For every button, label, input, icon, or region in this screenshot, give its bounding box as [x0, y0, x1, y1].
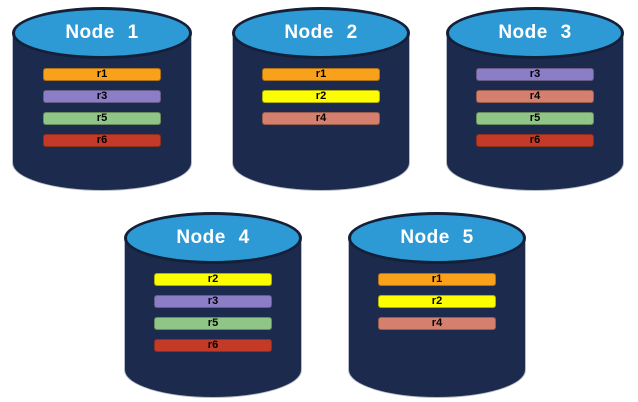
replica-bar: r1	[378, 273, 496, 286]
cylinder-top	[446, 7, 624, 59]
cylinder-top	[232, 7, 410, 59]
replica-bar: r5	[476, 112, 594, 125]
replica-bar: r4	[476, 90, 594, 103]
replica-bar: r2	[378, 295, 496, 308]
replica-bar: r4	[262, 112, 380, 125]
replica-bar: r6	[154, 339, 272, 352]
replica-bar: r6	[476, 134, 594, 147]
node-title: Node 4	[176, 227, 250, 248]
replica-list: r3 r4 r5 r6	[476, 68, 594, 147]
replica-bar: r3	[43, 90, 161, 103]
node-title: Node 1	[65, 22, 139, 43]
replica-bar: r2	[262, 90, 380, 103]
replica-list: r1 r3 r5 r6	[43, 68, 161, 147]
database-node: r1 r2 r4 Node 2	[232, 7, 410, 191]
replica-list: r1 r2 r4	[262, 68, 380, 125]
replica-bar: r2	[154, 273, 272, 286]
database-node: r1 r2 r4 Node 5	[348, 212, 526, 398]
node-title: Node 3	[498, 22, 572, 43]
replica-bar: r5	[43, 112, 161, 125]
replica-bar: r6	[43, 134, 161, 147]
cylinder-top	[348, 212, 526, 264]
node-title: Node 2	[284, 22, 358, 43]
database-node: r2 r3 r5 r6 Node 4	[124, 212, 302, 398]
replica-bar: r3	[154, 295, 272, 308]
database-node: r1 r3 r5 r6 Node 1	[12, 7, 192, 191]
replica-list: r1 r2 r4	[378, 273, 496, 330]
database-node: r3 r4 r5 r6 Node 3	[446, 7, 624, 191]
replica-list: r2 r3 r5 r6	[154, 273, 272, 352]
cylinder-top	[124, 212, 302, 264]
node-title: Node 5	[400, 227, 474, 248]
replica-bar: r1	[43, 68, 161, 81]
cylinder-top	[12, 7, 192, 59]
replica-bar: r4	[378, 317, 496, 330]
replica-bar: r1	[262, 68, 380, 81]
replica-bar: r3	[476, 68, 594, 81]
replica-bar: r5	[154, 317, 272, 330]
